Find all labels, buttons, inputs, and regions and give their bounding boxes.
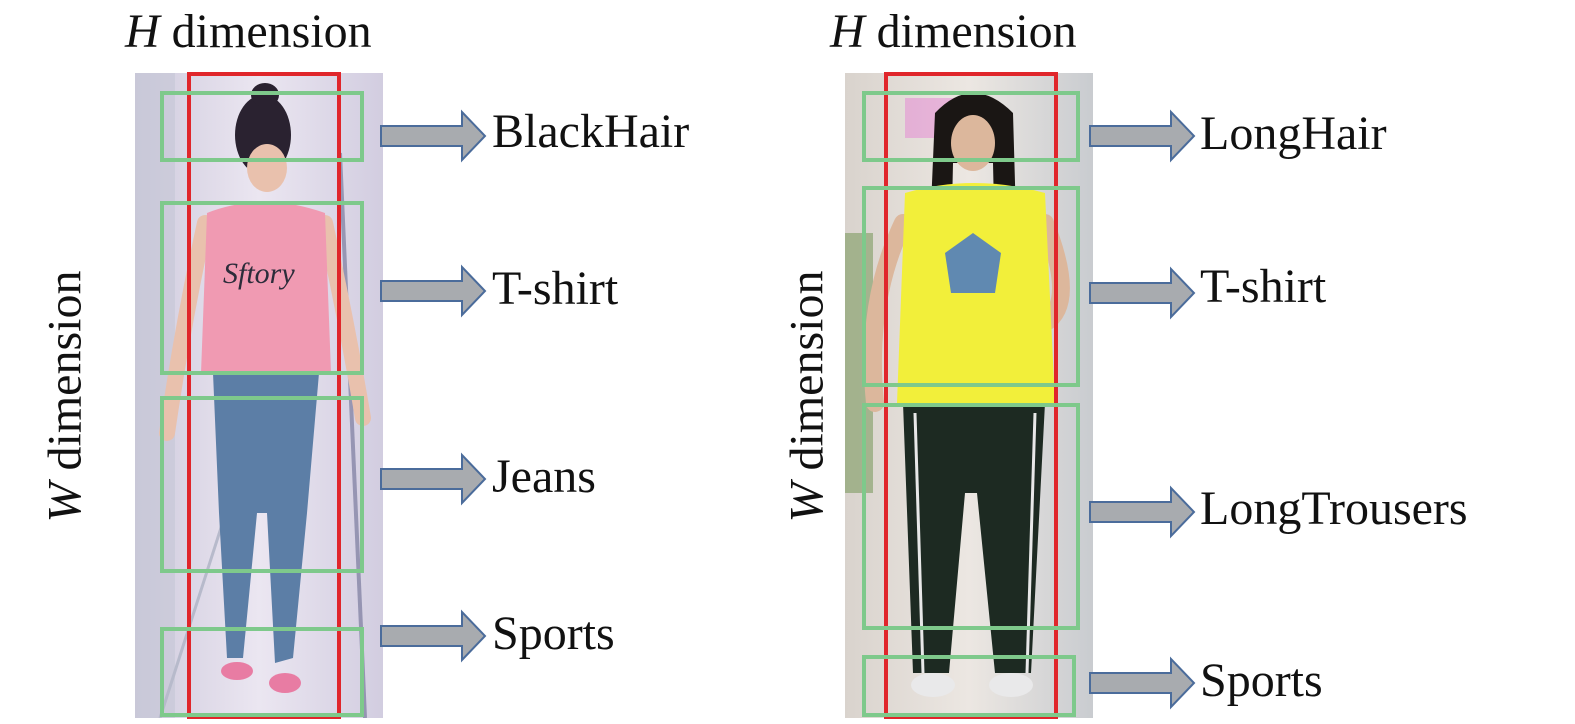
- region-box-4: [862, 655, 1076, 717]
- region-box-1: [160, 91, 364, 162]
- panel-left: H dimension W dimension Sft: [0, 0, 780, 724]
- arrow-2: [1089, 266, 1196, 320]
- arrow-3: [1089, 485, 1196, 539]
- h-dimension-word: dimension: [171, 5, 372, 58]
- attribute-label: T-shirt: [1200, 260, 1327, 313]
- attribute-label: Sports: [1200, 654, 1323, 707]
- region-box-3: [160, 396, 364, 573]
- attribute-label: T-shirt: [492, 262, 619, 315]
- h-dimension-title: H dimension: [830, 4, 1077, 59]
- svg-text:Sftory: Sftory: [223, 257, 295, 290]
- h-dimension-title: H dimension: [125, 4, 372, 59]
- region-box-3: [862, 403, 1080, 630]
- arrow-1: [380, 109, 487, 163]
- region-box-2: [160, 201, 364, 375]
- arrow-3: [380, 452, 487, 506]
- region-box-2: [862, 186, 1080, 387]
- region-box-4: [160, 627, 364, 717]
- h-dimension-var: H: [125, 5, 160, 58]
- pedestrian-image: Sftory: [135, 73, 383, 718]
- region-box-1: [862, 91, 1080, 162]
- pedestrian-figure: Sftory: [135, 73, 383, 718]
- panel-right: H dimension W dimension: [710, 0, 1490, 724]
- arrow-1: [1089, 109, 1196, 163]
- arrow-4: [1089, 656, 1196, 710]
- attribute-label: Sports: [492, 607, 615, 660]
- attribute-label: Jeans: [492, 450, 596, 503]
- arrow-4: [380, 609, 487, 663]
- attribute-label: LongHair: [1200, 107, 1387, 160]
- strip-box: [187, 72, 341, 719]
- left-overlay: [160, 72, 487, 719]
- h-dimension-var: H: [830, 5, 865, 58]
- attribute-label: BlackHair: [492, 105, 690, 158]
- h-dimension-word: dimension: [876, 5, 1077, 58]
- right-overlay: [862, 72, 1196, 719]
- arrow-2: [380, 264, 487, 318]
- strip-box: [884, 72, 1058, 719]
- attribute-label: LongTrousers: [1200, 482, 1468, 535]
